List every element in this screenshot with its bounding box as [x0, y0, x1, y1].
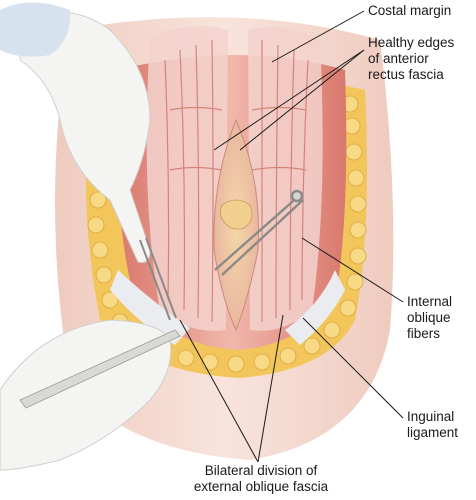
gown-cuff: [0, 2, 71, 57]
label-internal-oblique: Internal oblique fibers: [407, 294, 453, 341]
leader-division-left: [179, 319, 259, 463]
label-bilateral-division: Bilateral division of external oblique f…: [193, 463, 329, 494]
right-rectus-fascia: [248, 26, 323, 331]
lower-surgical-glove: [0, 319, 172, 471]
bowel-loops: [220, 199, 253, 230]
leader-division-right: [257, 314, 284, 463]
left-rectus-fascia: [146, 26, 228, 331]
surgical-scissors: [214, 189, 304, 276]
label-rectus-fascia-edges: Healthy edges of anterior rectus fascia: [368, 35, 455, 82]
leader-internal-oblique: [301, 237, 404, 303]
right-inguinal-fascia: [285, 270, 345, 345]
scalpel: [19, 329, 181, 409]
left-surgical-glove: [19, 11, 151, 263]
leader-rectus-edge-1: [213, 49, 365, 151]
muscle-fibers: [164, 39, 309, 323]
leader-costal-margin: [271, 10, 365, 63]
clamp-instrument: [139, 237, 177, 321]
label-costal-margin: Costal margin: [368, 3, 452, 18]
label-inguinal-ligament: Inguinal ligament: [407, 409, 459, 440]
leader-rectus-edge-2: [239, 49, 365, 151]
leader-inguinal-ligament: [302, 317, 404, 419]
left-inguinal-fascia: [110, 270, 190, 345]
leader-lines: [179, 10, 404, 463]
